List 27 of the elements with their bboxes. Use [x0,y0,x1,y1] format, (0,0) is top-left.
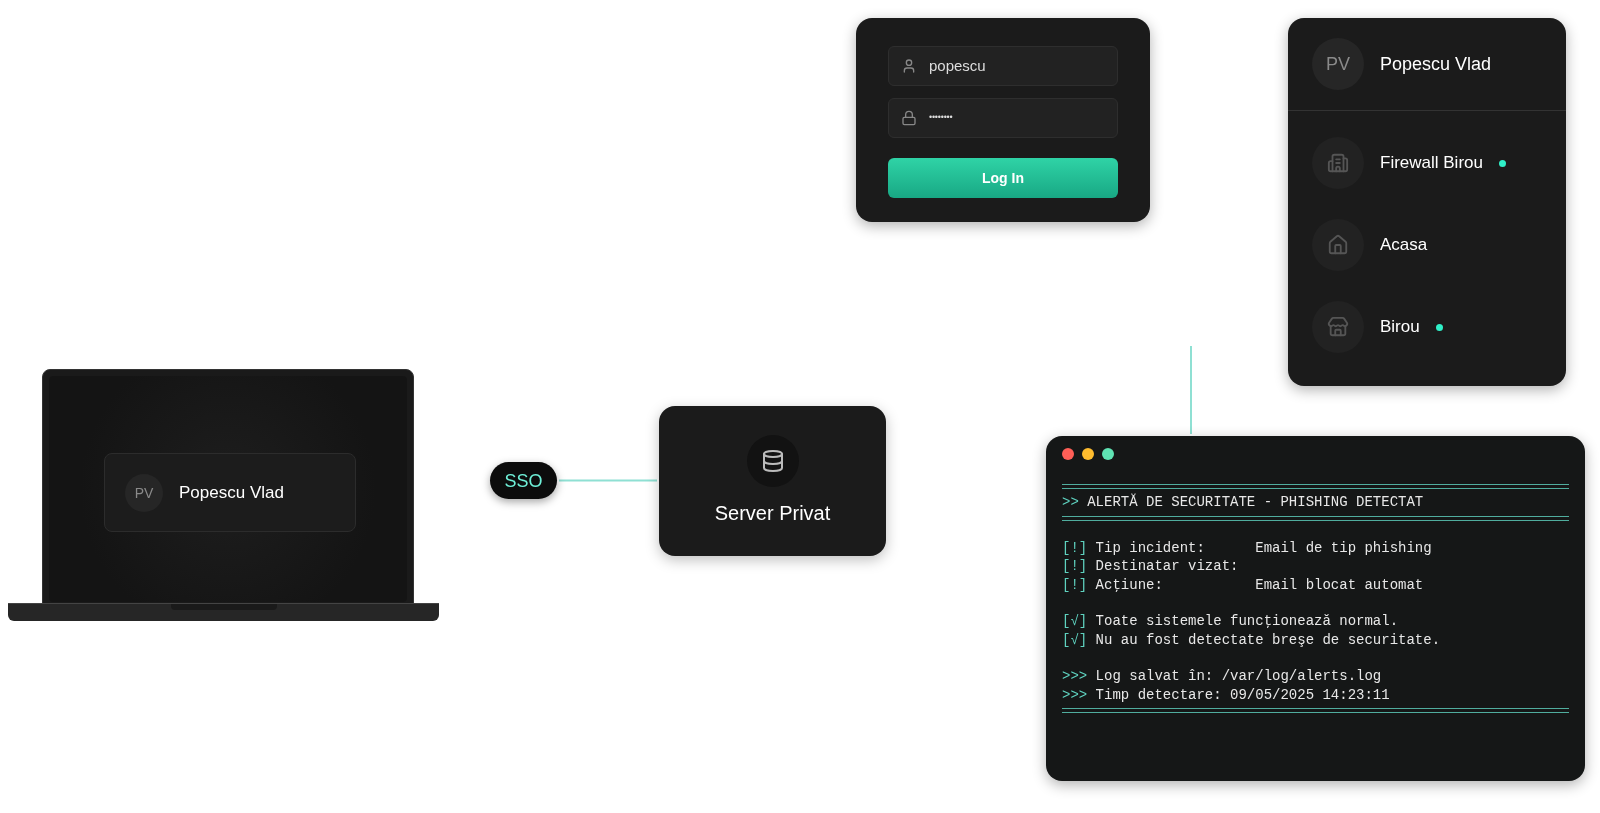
terminal-line: >>> Log salvat în: /var/log/alerts.log [1062,667,1383,686]
terminal-line: [!] Acţiune: Email blocat automat [1062,575,1425,594]
server-title: Server Privat [714,501,831,526]
terminal-line: >>> Timp detectare: 09/05/2025 14:23:11 [1062,685,1391,704]
terminal-window [1046,436,1585,781]
terminal-line: [√] Nu au fost detectate breşe de securitate. [1062,630,1442,649]
device-name: Firewall Birou [1380,152,1483,175]
terminal-line: >> ALERTĂ DE SECURITATE - PHISHING DETECTAT [1062,493,1425,512]
username-field: popescu [888,46,1118,86]
device-name: Acasa [1380,234,1428,257]
terminal-line: [!] Tip incident: Email de tip phishing [1062,538,1433,557]
server-card [659,406,886,556]
user-name: Popescu Vlad [179,481,284,504]
sso-pill: SSO [490,462,557,499]
profile-card [104,453,356,532]
connector-line [558,479,658,482]
terminal-line: [√] Toate sistemele funcţionează normal. [1062,612,1400,631]
terminal-line: [!] Destinatar vizat: [1062,557,1240,576]
user-name: Popescu Vlad [1380,53,1492,76]
avatar-initials: PV [1312,38,1364,90]
account-panel [1288,18,1566,386]
device-name: Birou [1380,316,1420,339]
login-button: Log In [888,158,1118,198]
avatar-initials: PV [125,473,163,512]
password-field: •••••••• [888,98,1118,138]
connector-line [1190,345,1192,435]
login-panel [856,18,1150,222]
